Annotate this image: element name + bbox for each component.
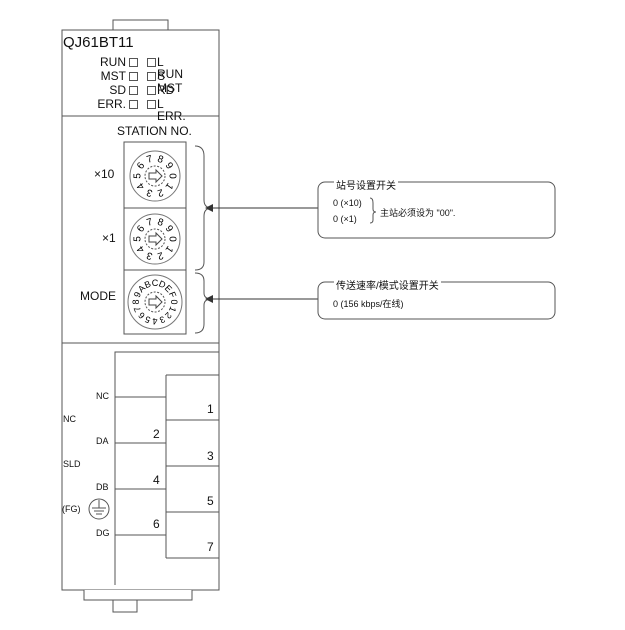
dial-digit: E <box>163 283 174 294</box>
terminal-number: 6 <box>153 517 160 531</box>
dial-digit: 9 <box>163 161 175 172</box>
terminal-number: 7 <box>207 540 214 554</box>
terminal-label-nc: NC <box>96 391 109 401</box>
dial-digit: 0 <box>167 236 178 242</box>
dial-digit: 5 <box>133 173 144 179</box>
x1-label: ×1 <box>102 231 116 245</box>
mode-callout-title: 传送速率/模式设置开关 <box>334 277 441 292</box>
led-label-left: RUN <box>100 55 126 69</box>
led-indicator <box>147 100 156 109</box>
led-label-left: MST <box>100 69 126 83</box>
dial-digit: 7 <box>132 305 143 313</box>
led-indicator <box>147 58 156 67</box>
station-callout-title: 站号设置开关 <box>334 177 398 192</box>
terminal-label-db: DB <box>96 482 109 492</box>
ground-icon <box>88 498 110 520</box>
terminal-number: 4 <box>153 473 160 487</box>
dial-digit: 4 <box>152 316 157 326</box>
dial-digit: 3 <box>145 186 154 198</box>
led-label-right: L RUN <box>157 55 183 81</box>
station-callout-x1: 0 (×1) <box>333 214 357 224</box>
dial-digit: 2 <box>156 249 165 261</box>
led-indicator <box>129 58 138 67</box>
dial-digit: B <box>143 279 152 291</box>
terminal-number: 3 <box>207 449 214 463</box>
station-callout-note: 主站必须设为 "00". <box>380 208 456 218</box>
dial-digit: 0 <box>169 299 179 304</box>
dial-digit: 2 <box>156 186 165 198</box>
dial-digit: 4 <box>135 243 147 254</box>
dial-digit: 2 <box>163 310 174 321</box>
bottom-screw <box>112 599 138 613</box>
led-label-right: RD <box>157 83 175 97</box>
mode-callout-value: 0 (156 kbps/在线) <box>333 299 404 309</box>
dial-arrow-icon <box>148 168 163 184</box>
bottom-fixture <box>83 590 193 601</box>
dial-digit: 3 <box>158 314 166 325</box>
led-label-right: L ERR. <box>157 97 186 123</box>
dial-digit: C <box>152 278 159 288</box>
dial-digit: 6 <box>135 223 147 234</box>
callout-brace <box>369 197 377 224</box>
dial-digit: 7 <box>145 154 154 166</box>
dial-arrow-icon <box>148 294 163 310</box>
dial-digit: 4 <box>135 180 147 191</box>
dial-digit: 9 <box>132 290 143 298</box>
station-arrowhead <box>205 204 213 212</box>
led-indicator <box>129 100 138 109</box>
station-callout-x10: 0 (×10) <box>333 198 362 208</box>
dial-digit: 6 <box>136 310 147 321</box>
terminal-label-da: DA <box>96 436 109 446</box>
dial-arrow-icon <box>148 231 163 247</box>
dial-digit: D <box>157 279 167 291</box>
led-indicator <box>147 72 156 81</box>
terminal-number: 5 <box>207 494 214 508</box>
mode-arrowhead <box>205 295 213 303</box>
terminal-number: 1 <box>207 402 214 416</box>
station-callout-box <box>317 181 556 239</box>
led-indicator <box>147 86 156 95</box>
dial-digit: 8 <box>131 299 141 304</box>
terminal-block <box>114 351 219 585</box>
led-label-right: S MST <box>157 69 183 95</box>
dial-digit: 1 <box>167 305 178 313</box>
module-model: QJ61BT11 <box>63 34 134 51</box>
terminal-label-dg: DG <box>96 528 110 538</box>
dial-digit: 0 <box>167 173 178 179</box>
dial-digit: 8 <box>156 154 165 166</box>
dial-digit: 3 <box>145 249 154 261</box>
terminal-label-nc: NC <box>63 414 76 424</box>
dial-digit: 9 <box>163 224 175 235</box>
led-label-left: ERR. <box>97 97 126 111</box>
dial-digit: 7 <box>145 217 154 229</box>
led-indicator <box>129 72 138 81</box>
dial-digit: 8 <box>156 217 165 229</box>
dial-digit: 6 <box>135 160 147 171</box>
terminal-label-fg: (FG) <box>62 504 81 514</box>
station-no-label: STATION NO. <box>117 124 192 138</box>
mode-label: MODE <box>80 289 116 303</box>
dial-digit: 1 <box>162 244 174 255</box>
dial-digit: 1 <box>162 181 174 192</box>
dial-digit: F <box>167 290 179 299</box>
dial-digit: A <box>136 283 147 294</box>
dial-digit: 5 <box>143 314 151 325</box>
dial-digit: 5 <box>133 236 144 242</box>
led-indicator <box>129 86 138 95</box>
terminal-number: 2 <box>153 427 160 441</box>
top-tab <box>112 19 169 31</box>
led-label-left: SD <box>109 83 126 97</box>
terminal-label-sld: SLD <box>63 459 81 469</box>
x10-label: ×10 <box>94 167 115 181</box>
